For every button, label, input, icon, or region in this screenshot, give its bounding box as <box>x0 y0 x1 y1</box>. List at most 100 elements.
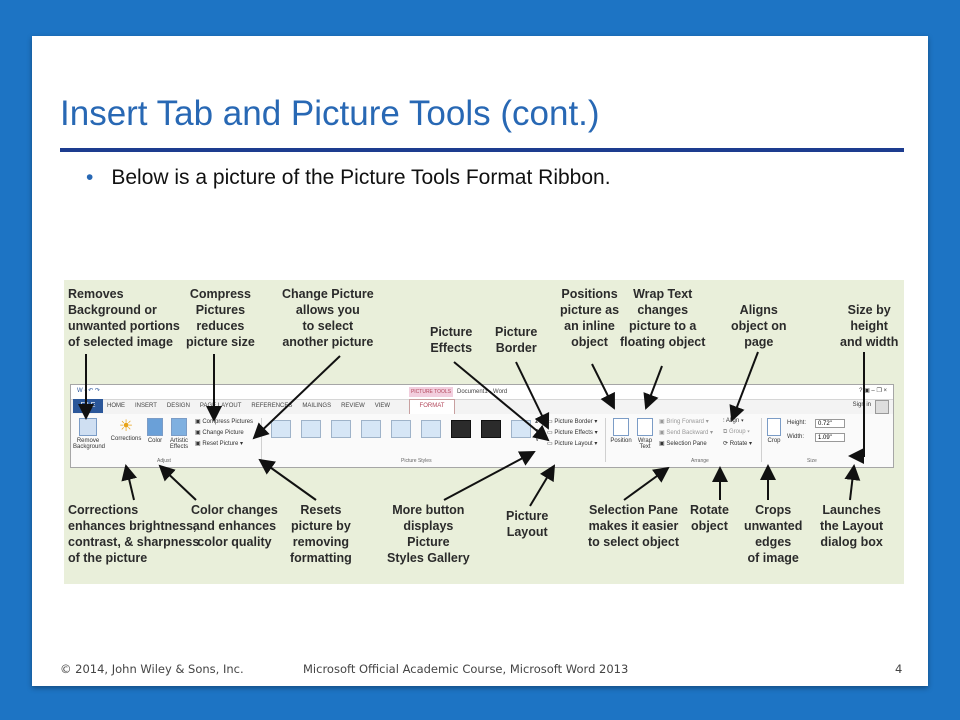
width-field[interactable]: 1.09" <box>815 433 845 442</box>
picture-style-thumb[interactable] <box>481 420 501 438</box>
tab-review[interactable]: REVIEW <box>341 403 365 409</box>
picture-border-label: Picture Border <box>554 419 593 425</box>
reset-picture-label: Reset Picture <box>202 441 239 447</box>
tab-format[interactable]: FORMAT <box>409 399 455 414</box>
picture-border-button[interactable]: ▭ Picture Border ▾ <box>547 419 598 425</box>
crop-icon <box>767 418 781 436</box>
callout-launcher: Launches the Layout dialog box <box>820 503 884 549</box>
height-field[interactable]: 0.72" <box>815 419 845 428</box>
title-divider <box>60 148 904 152</box>
callout-position: Positions picture as an inline object <box>560 287 620 349</box>
picture-styles-group-label: Picture Styles <box>401 458 432 464</box>
send-backward-button[interactable]: ▣ Send Backward ▾ <box>659 430 714 436</box>
arrow-line <box>515 361 550 430</box>
color-button[interactable]: Color <box>145 418 165 444</box>
width-label: Width: <box>787 434 805 440</box>
remove-background-label: Remove Background <box>73 438 106 450</box>
height-label: Height: <box>787 420 807 426</box>
corrections-label: Corrections <box>110 436 142 442</box>
adjust-group-label: Adjust <box>157 458 171 464</box>
bring-forward-label: Bring Forward <box>666 419 705 425</box>
arrow-line <box>848 352 865 464</box>
crop-label: Crop <box>767 438 781 444</box>
position-icon <box>613 418 629 436</box>
window-controls[interactable]: ? ▣ – ❐ × <box>859 388 887 394</box>
callout-picture-border: Picture Border <box>495 325 538 355</box>
rotate-label: Rotate <box>729 441 748 447</box>
page-number: 4 <box>895 662 903 676</box>
reset-picture-button[interactable]: ▣ Reset Picture ▾ <box>195 441 244 447</box>
picture-tools-label: PICTURE TOOLS <box>409 387 453 397</box>
picture-style-thumb[interactable] <box>331 420 351 438</box>
color-icon <box>147 418 163 436</box>
callout-compress: Compress Pictures reduces picture size <box>186 287 255 349</box>
arrow-line <box>623 466 670 501</box>
callout-corrections: Corrections enhances brightness, contras… <box>68 503 200 565</box>
size-group-label: Size <box>807 458 817 464</box>
picture-effects-button[interactable]: ▭ Picture Effects ▾ <box>547 430 598 436</box>
arrow-line <box>121 464 137 501</box>
picture-style-thumb[interactable] <box>271 420 291 438</box>
callout-size: Size by height and width <box>840 303 899 349</box>
tab-design[interactable]: DESIGN <box>166 403 190 409</box>
arrow-line <box>443 451 536 501</box>
arrow-line <box>643 365 663 410</box>
arrow-line <box>252 355 341 440</box>
sign-in-link[interactable]: Sign in <box>852 402 871 408</box>
group-separator <box>761 418 762 462</box>
arrow-line <box>158 464 197 501</box>
artistic-effects-label: Artistic Effects <box>169 438 189 450</box>
arrow-line <box>453 361 550 442</box>
arrow-line <box>729 351 759 422</box>
wrap-text-icon <box>637 418 653 436</box>
picture-effects-label: Picture Effects <box>554 430 593 436</box>
tab-insert[interactable]: INSERT <box>135 403 157 409</box>
footer-course: Microsoft Official Academic Course, Micr… <box>303 662 629 676</box>
ribbon-body: Remove Background ☀ Corrections Color Ar… <box>71 414 893 467</box>
quick-access-toolbar: W ▪ ↶ ↷ PICTURE TOOLS Document1 - Word ?… <box>71 385 893 400</box>
change-picture-button[interactable]: ▣ Change Picture <box>195 430 244 436</box>
arrow-line <box>844 464 861 501</box>
selection-pane-button[interactable]: ▣ Selection Pane <box>659 441 707 447</box>
artistic-effects-button[interactable]: Artistic Effects <box>167 418 191 450</box>
picture-style-thumb[interactable] <box>511 420 531 438</box>
bullet-item: •Below is a picture of the Picture Tools… <box>86 166 611 190</box>
arrow-line <box>529 464 556 507</box>
word-logo-icon: W ▪ ↶ ↷ <box>77 388 100 394</box>
crop-button[interactable]: Crop <box>765 418 783 444</box>
corrections-button[interactable]: ☀ Corrections <box>109 418 143 442</box>
group-separator <box>605 418 606 462</box>
picture-style-thumb[interactable] <box>391 420 411 438</box>
tab-mailings[interactable]: MAILINGS <box>302 403 332 409</box>
compress-pictures-label: Compress Pictures <box>202 419 254 425</box>
word-ribbon: W ▪ ↶ ↷ PICTURE TOOLS Document1 - Word ?… <box>70 384 894 468</box>
wrap-text-button[interactable]: Wrap Text <box>635 418 655 450</box>
position-button[interactable]: Position <box>609 418 633 444</box>
document-title: Document1 - Word <box>457 389 508 395</box>
wrap-text-label: Wrap Text <box>637 438 653 450</box>
callout-selection-pane: Selection Pane makes it easier to select… <box>588 503 679 549</box>
callout-align: Aligns object on page <box>731 303 787 349</box>
tab-references[interactable]: REFERENCES <box>251 403 293 409</box>
tab-home[interactable]: HOME <box>107 403 125 409</box>
compress-pictures-button[interactable]: ▣ Compress Pictures <box>195 419 254 425</box>
group-separator <box>261 418 262 462</box>
picture-style-thumb[interactable] <box>421 420 441 438</box>
picture-style-thumb[interactable] <box>301 420 321 438</box>
callout-remove-background: Removes Background or unwanted portions … <box>68 287 180 349</box>
rotate-button[interactable]: ⟳ Rotate ▾ <box>723 441 753 447</box>
slide: Insert Tab and Picture Tools (cont.) •Be… <box>32 36 928 686</box>
callout-change-picture: Change Picture allows you to select anot… <box>282 287 374 349</box>
picture-layout-button[interactable]: ▭ Picture Layout ▾ <box>547 441 598 447</box>
arrow-line <box>258 458 317 501</box>
callout-reset: Resets picture by removing formatting <box>290 503 352 565</box>
color-label: Color <box>147 438 163 444</box>
picture-style-thumb[interactable] <box>361 420 381 438</box>
avatar[interactable] <box>875 400 889 414</box>
tab-view[interactable]: VIEW <box>374 403 391 409</box>
sun-icon: ☀ <box>118 418 134 435</box>
picture-style-thumb[interactable] <box>451 420 471 438</box>
group-button[interactable]: ⧉ Group ▾ <box>723 429 750 435</box>
change-picture-label: Change Picture <box>202 430 244 436</box>
bring-forward-button[interactable]: ▣ Bring Forward ▾ <box>659 419 709 425</box>
